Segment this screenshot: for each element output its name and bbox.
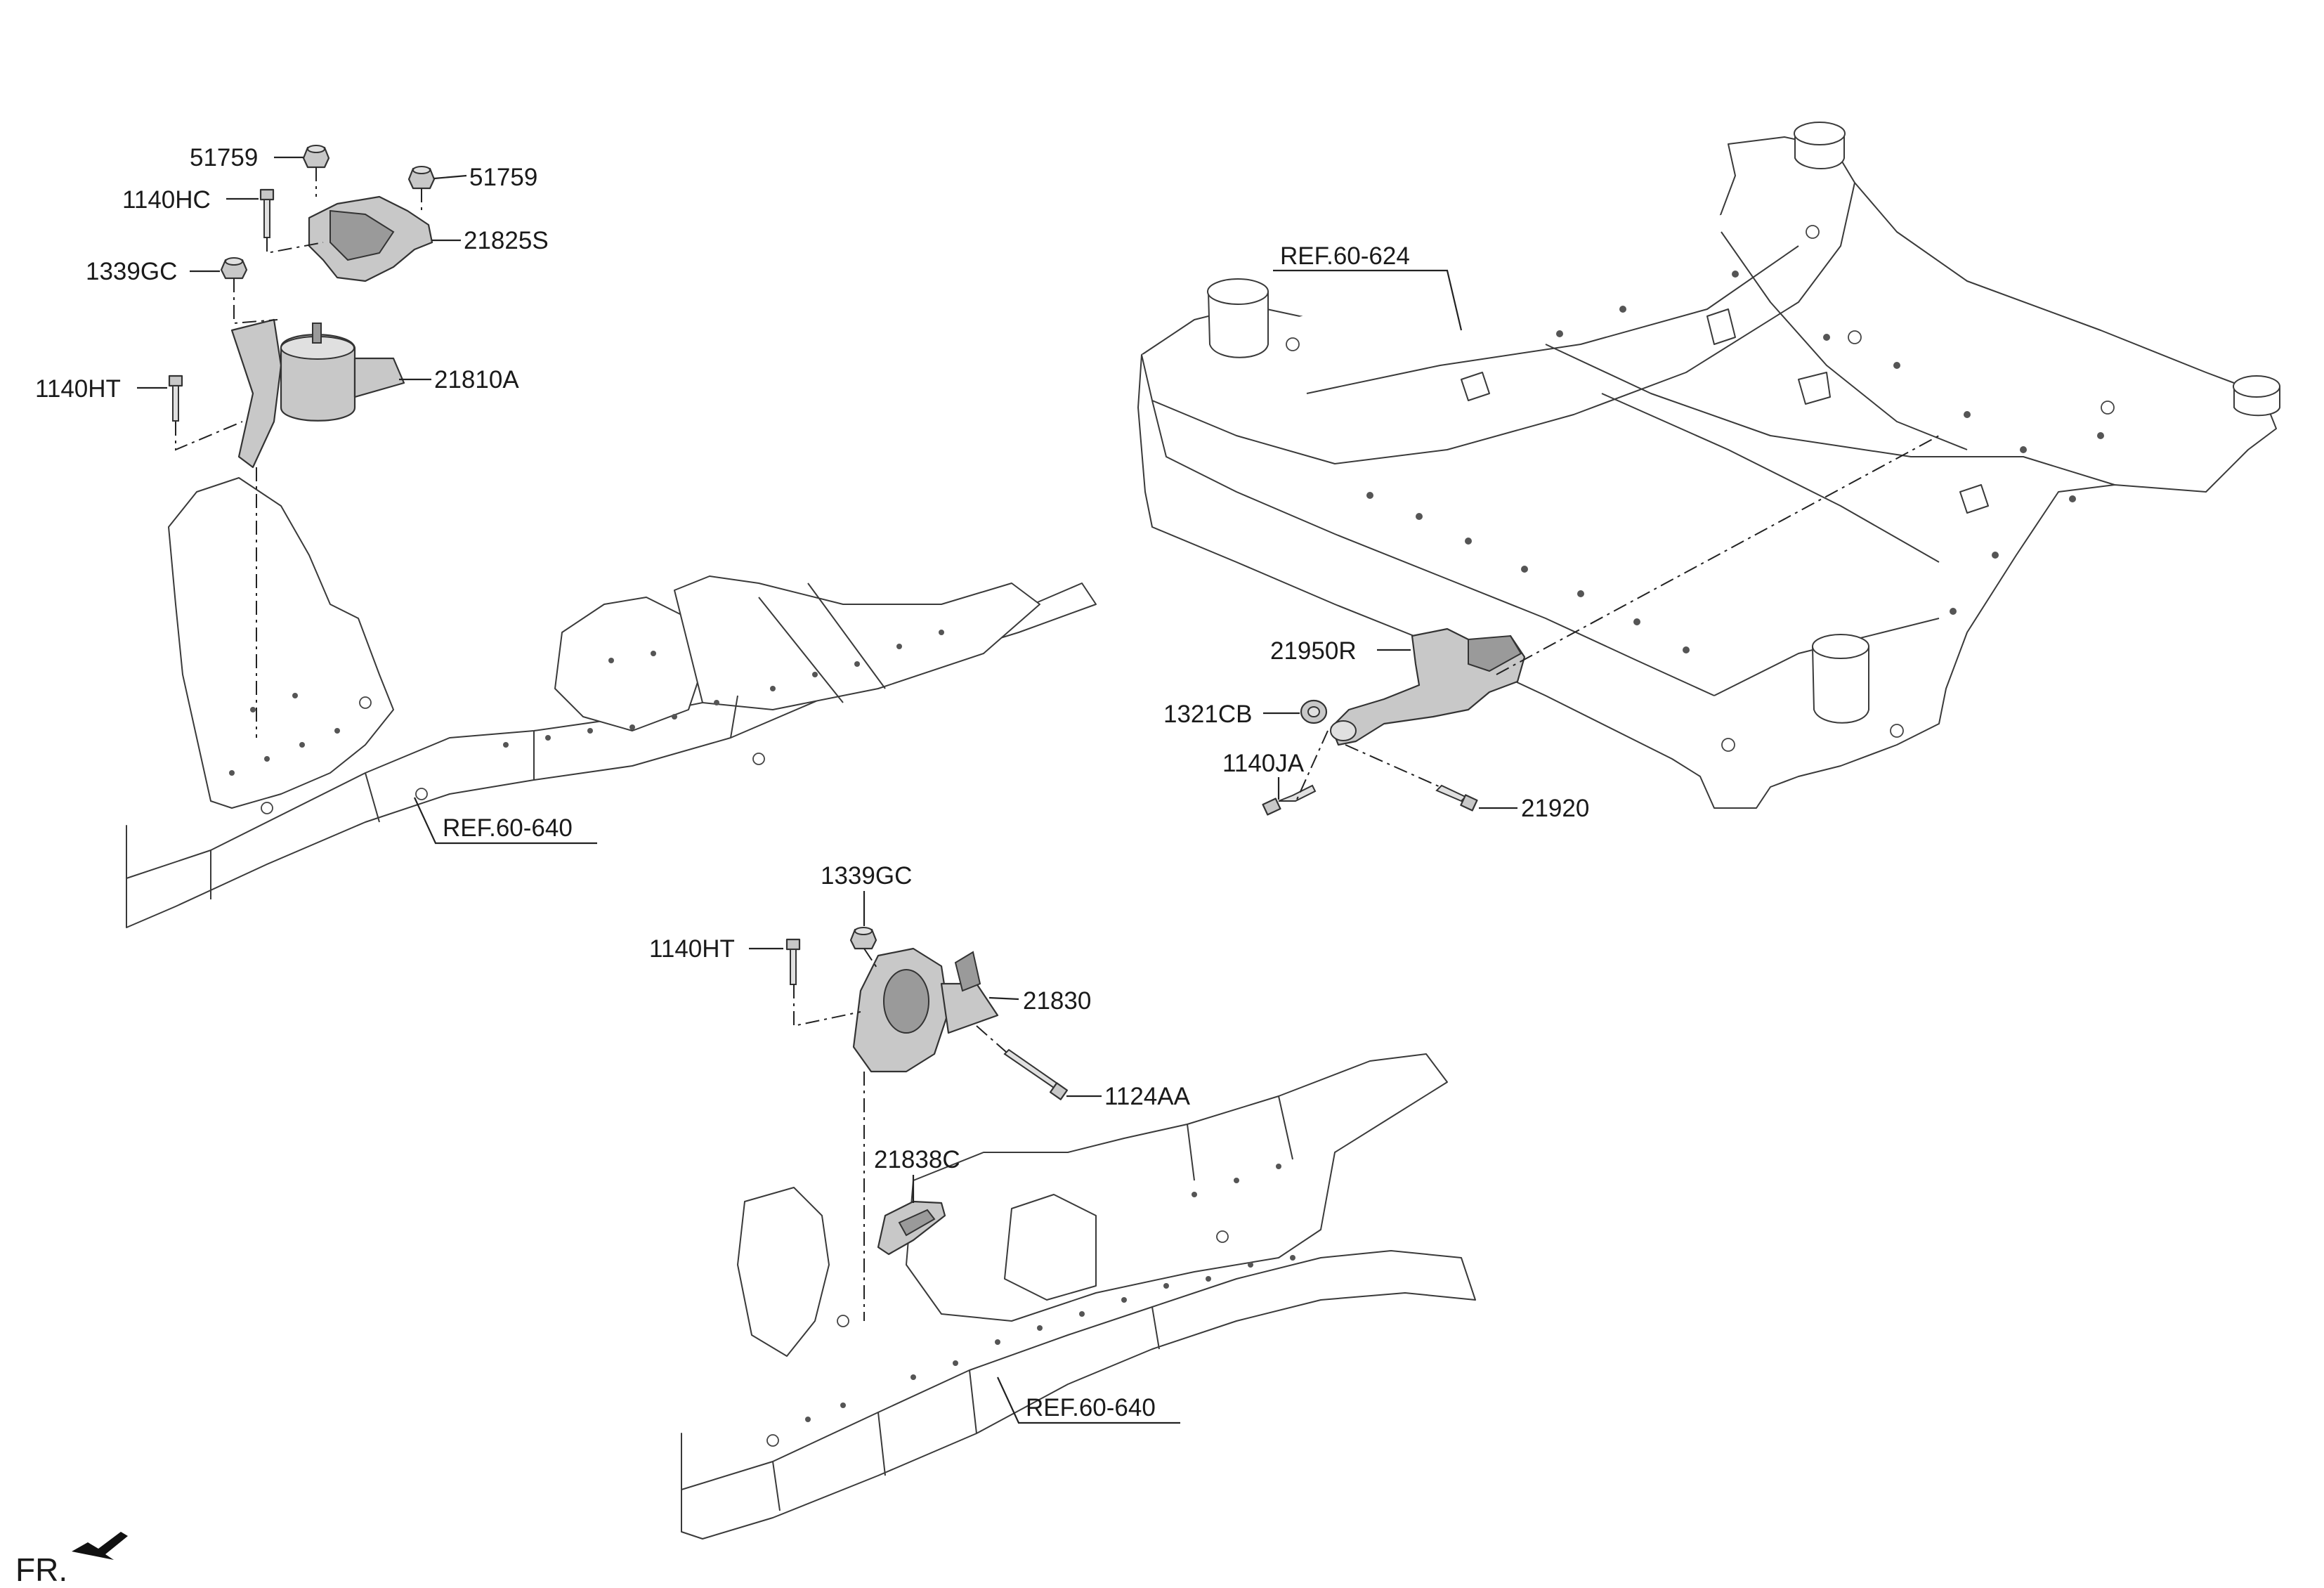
callout-51759-b: 51759 <box>469 164 537 191</box>
right-side-member <box>681 1053 1476 1540</box>
bolt-1140ja <box>1262 784 1317 816</box>
callout-1124aa: 1124AA <box>1104 1083 1191 1110</box>
bolt-1140ht-a <box>168 375 183 422</box>
callout-1339gc-b: 1339GC <box>821 862 912 890</box>
callout-21830: 21830 <box>1023 987 1091 1015</box>
callout-21950r: 21950R <box>1270 637 1357 665</box>
subframe-tower-front-right <box>1812 634 1869 724</box>
callout-21838c: 21838C <box>874 1146 960 1173</box>
callout-1140hc: 1140HC <box>122 186 211 214</box>
callout-1339gc-a: 1339GC <box>86 258 177 285</box>
callout-51759-a: 51759 <box>190 144 258 171</box>
ref-label-subframe: REF.60-624 <box>1280 242 1410 270</box>
bolt-1140ht-b <box>785 938 801 985</box>
callout-1321cb: 1321CB <box>1163 701 1252 728</box>
callout-21810a: 21810A <box>434 366 519 393</box>
ref-label-right-rail: REF.60-640 <box>1026 1394 1156 1421</box>
leader-lines <box>137 156 1517 1424</box>
part-21950r-roll-rod <box>1330 627 1526 746</box>
nut-1321cb <box>1300 699 1328 724</box>
bolt-21920 <box>1435 784 1478 812</box>
nut-51759-a <box>302 145 330 169</box>
part-21810a-engine-mount <box>230 318 405 469</box>
subframe-holes <box>1286 225 2115 752</box>
front-direction-marker: FR. <box>15 1532 128 1588</box>
assembly-lines <box>175 167 1940 1321</box>
callout-21920: 21920 <box>1521 795 1589 822</box>
subframe-tower-rear-right <box>2233 375 2280 417</box>
left-side-member <box>126 477 1097 928</box>
callout-labels: 51759 51759 1140HC 21825S 1339GC 1140HT … <box>35 144 1589 1421</box>
callout-1140ht-b: 1140HT <box>649 935 735 963</box>
callout-1140ht-a: 1140HT <box>35 375 121 403</box>
callout-1140ja: 1140JA <box>1222 750 1305 777</box>
fr-label: FR. <box>15 1551 67 1588</box>
bolt-1124aa <box>1003 1048 1069 1100</box>
front-subframe <box>1137 122 2280 809</box>
ref-label-left-rail: REF.60-640 <box>443 814 573 842</box>
nut-51759-b <box>407 166 436 190</box>
part-21825s-bracket <box>308 195 433 282</box>
callout-21825s: 21825S <box>464 227 549 254</box>
bottom-rail-holes <box>766 1164 1295 1447</box>
part-21838c-bracket <box>877 1200 946 1256</box>
subframe-tower-front-left <box>1207 278 1269 358</box>
nut-1339gc-a <box>220 257 248 280</box>
fasteners <box>168 145 1478 1100</box>
front-direction-arrow-icon <box>72 1532 128 1560</box>
left-rail-holes <box>229 630 944 814</box>
subframe-tower-rear-left <box>1794 122 1846 169</box>
part-21830-transmission-mount <box>852 947 999 1073</box>
bolt-1140hc <box>259 188 275 238</box>
nut-1339gc-b <box>849 927 877 950</box>
